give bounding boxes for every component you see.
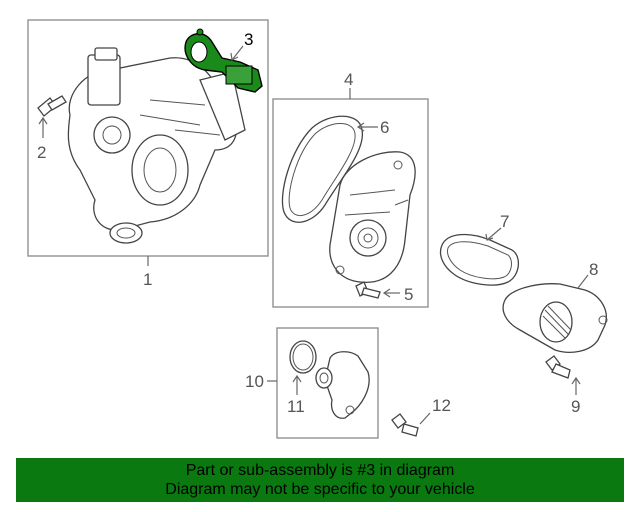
banner-line-2: Diagram may not be specific to your vehi… xyxy=(165,481,475,498)
callout-6: 6 xyxy=(380,118,389,137)
callout-10: 10 xyxy=(245,372,264,391)
info-banner: Part or sub-assembly is #3 in diagram Di… xyxy=(16,458,624,502)
callout-3: 3 xyxy=(244,30,253,49)
callout-9: 9 xyxy=(571,397,580,416)
leader-7 xyxy=(486,227,502,241)
callout-2: 2 xyxy=(37,143,46,162)
callout-4: 4 xyxy=(344,70,353,89)
part-5-bolt[interactable] xyxy=(355,281,381,299)
part-10-box xyxy=(276,327,379,439)
part-3-gasket[interactable] xyxy=(184,28,263,93)
part-2-bolt[interactable] xyxy=(37,95,67,117)
part-11-oring[interactable] xyxy=(289,340,317,374)
part-4-pump[interactable] xyxy=(329,151,416,283)
part-8-housing[interactable] xyxy=(502,283,608,353)
part-12-bolt[interactable] xyxy=(391,413,419,437)
callout-7: 7 xyxy=(500,212,509,231)
part-9-bolt[interactable] xyxy=(545,355,571,379)
banner-line-1: Part or sub-assembly is #3 in diagram xyxy=(185,462,455,479)
leader-8 xyxy=(577,274,589,289)
part-1-housing[interactable] xyxy=(67,47,246,244)
leader-3 xyxy=(231,45,244,61)
callout-12: 12 xyxy=(432,396,451,415)
part-10-fitting[interactable] xyxy=(315,351,370,419)
callout-1: 1 xyxy=(143,270,152,289)
leader-12 xyxy=(419,412,431,425)
callout-8: 8 xyxy=(589,260,598,279)
callout-11: 11 xyxy=(287,397,305,416)
part-7-belt[interactable] xyxy=(439,233,519,286)
callout-5: 5 xyxy=(404,285,413,304)
part-6-seal[interactable] xyxy=(281,115,363,223)
